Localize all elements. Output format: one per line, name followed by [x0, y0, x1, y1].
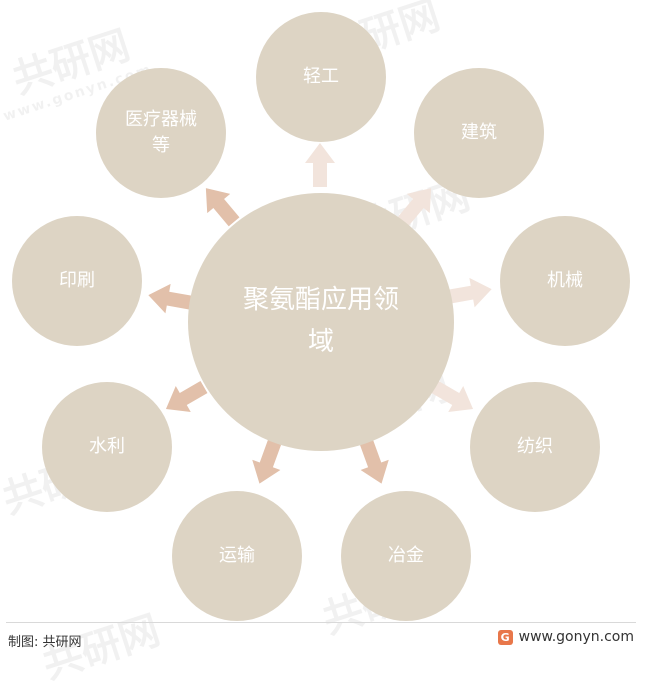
arrow-to-transport	[245, 437, 288, 489]
arrow-to-textile	[427, 374, 480, 422]
center-node: 聚氨酯应用领 域	[188, 193, 454, 451]
arrow-to-metallurgy	[352, 437, 395, 489]
source-credit: 制图: 共研网	[8, 635, 82, 650]
node-label: 建筑	[461, 121, 497, 143]
node-label: 冶金	[388, 544, 424, 566]
website-link[interactable]: www.gonyn.com	[518, 629, 634, 645]
node-printing: 印刷	[12, 216, 142, 346]
center-label-line2: 域	[307, 327, 334, 357]
arrow-to-light-industry	[305, 143, 335, 187]
node-medical-devices: 医疗器械 等	[96, 68, 226, 198]
node-metallurgy: 冶金	[341, 491, 471, 621]
node-transport: 运输	[172, 491, 302, 621]
node-label: 运输	[219, 544, 255, 566]
footer-website[interactable]: G www.gonyn.com	[497, 629, 634, 645]
arrow-to-printing	[146, 280, 195, 317]
footer-divider	[6, 622, 636, 623]
node-label: 纺织	[517, 435, 553, 457]
node-light-industry: 轻工	[256, 12, 386, 142]
node-label: 印刷	[59, 269, 95, 291]
node-label: 水利	[89, 435, 125, 457]
arrow-to-construction	[391, 179, 442, 232]
node-label: 轻工	[303, 65, 339, 87]
arrow-to-medical-devices	[194, 179, 245, 232]
node-machinery: 机械	[500, 216, 630, 346]
node-label-line2: 等	[152, 135, 170, 156]
gonyn-logo-icon: G	[497, 629, 513, 645]
arrow-to-machinery	[446, 274, 495, 311]
center-label-line1: 聚氨酯应用领	[242, 285, 399, 316]
node-water-conservancy: 水利	[42, 382, 172, 512]
node-label: 机械	[547, 269, 583, 291]
node-construction: 建筑	[414, 68, 544, 198]
node-label-line1: 医疗器械	[125, 108, 197, 130]
arrow-to-water-conservancy	[158, 374, 211, 422]
node-textile: 纺织	[470, 382, 600, 512]
